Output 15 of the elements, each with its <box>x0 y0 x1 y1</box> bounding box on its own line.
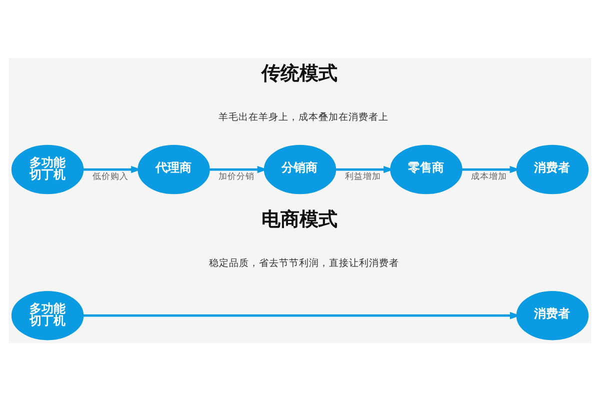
node-ellipse: 多功能切丁机 <box>11 144 84 194</box>
label: 电商模式 <box>261 208 338 230</box>
node-ellipse: 零售商 <box>390 144 462 194</box>
node-ellipse: 代理商 <box>138 144 210 194</box>
edge-label: 加价分销 <box>218 171 255 182</box>
node-ellipse: 分销商 <box>264 144 336 194</box>
node-ellipse: 消费者 <box>516 290 589 340</box>
edge-label: 低价购入 <box>92 171 128 182</box>
label: 传统模式 <box>261 62 338 84</box>
edge-label: 成本增加 <box>471 171 508 182</box>
label: 稳定品质，省去节节利润，直接让利消费者 <box>209 258 400 269</box>
node-ellipse: 多功能切丁机 <box>11 290 84 340</box>
node-ellipse: 消费者 <box>516 144 589 194</box>
label: 羊毛出在羊身上，成本叠加在消费者上 <box>218 112 389 122</box>
edge-label: 利益增加 <box>344 171 381 182</box>
